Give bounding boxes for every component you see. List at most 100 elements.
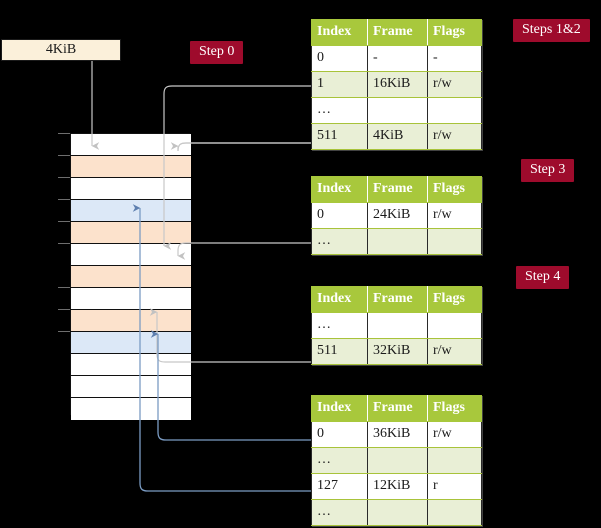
column-header-flags: Flags (427, 395, 482, 422)
table-row: … (311, 447, 482, 474)
column-header-flags: Flags (427, 176, 482, 203)
memory-frame-row (71, 332, 191, 354)
cell-frame: 12KiB (367, 473, 428, 500)
cell-index: … (311, 312, 368, 339)
memory-frame-row (71, 156, 191, 178)
badge-steps-1-2: Steps 1&2 (513, 19, 590, 42)
cell-flags: - (427, 45, 482, 72)
column-header-index: Index (311, 176, 368, 203)
memory-frame-row (71, 266, 191, 288)
column-header-index: Index (311, 19, 368, 46)
table-row: 0-- (311, 45, 482, 72)
table-row: … (311, 228, 482, 255)
cell-index: 0 (311, 421, 368, 448)
frame-tick (58, 287, 70, 288)
cell-frame (367, 312, 428, 339)
cell-flags: r (427, 473, 482, 500)
cell-frame (367, 97, 428, 124)
column-header-frame: Frame (367, 19, 428, 46)
cell-flags (427, 447, 482, 474)
table-row: … (311, 97, 482, 124)
cell-flags (427, 228, 482, 255)
cell-index: 1 (311, 71, 368, 98)
memory-frame-row (71, 178, 191, 200)
cell-flags: r/w (427, 338, 482, 365)
frame-tick (58, 155, 70, 156)
frame-tick (58, 243, 70, 244)
cell-frame: 32KiB (367, 338, 428, 365)
badge-label: Step 4 (525, 269, 561, 284)
cell-flags (427, 97, 482, 124)
frame-tick (58, 177, 70, 178)
table-row: … (311, 312, 482, 339)
cell-flags: r/w (427, 202, 482, 229)
memory-frame-row (71, 354, 191, 376)
cell-flags: r/w (427, 421, 482, 448)
column-header-index: Index (311, 286, 368, 313)
badge-label: Step 3 (530, 162, 566, 177)
cell-frame: 16KiB (367, 71, 428, 98)
cell-index: 511 (311, 123, 368, 150)
memory-frame-row (71, 288, 191, 310)
memory-frame-row (71, 134, 191, 156)
frame-tick (58, 133, 70, 134)
memory-frame-row (71, 244, 191, 266)
badge-step-4: Step 4 (516, 266, 570, 289)
badge-label: Steps 1&2 (522, 22, 581, 37)
cell-flags: r/w (427, 71, 482, 98)
column-header-frame: Frame (367, 395, 428, 422)
cell-frame (367, 447, 428, 474)
memory-frame-row (71, 222, 191, 244)
cell-index: … (311, 447, 368, 474)
memory-frame-row (71, 310, 191, 332)
cell-flags: r/w (427, 123, 482, 150)
column-header-flags: Flags (427, 286, 482, 313)
source-page-box: 4KiB (1, 39, 121, 61)
cell-index: 511 (311, 338, 368, 365)
table-row: … (311, 499, 482, 526)
cell-index: … (311, 97, 368, 124)
cell-frame: 24KiB (367, 202, 428, 229)
cell-flags (427, 499, 482, 526)
cell-index: … (311, 228, 368, 255)
physical-memory-frames (70, 133, 191, 420)
cell-index: 0 (311, 202, 368, 229)
cell-frame: 36KiB (367, 421, 428, 448)
badge-step-0: Step 0 (190, 41, 244, 64)
cell-frame (367, 228, 428, 255)
memory-frame-row (71, 200, 191, 222)
cell-frame: 4KiB (367, 123, 428, 150)
frame-tick (58, 309, 70, 310)
column-header-frame: Frame (367, 286, 428, 313)
memory-frame-row (71, 398, 191, 420)
frame-tick (58, 221, 70, 222)
frame-tick (58, 199, 70, 200)
column-header-frame: Frame (367, 176, 428, 203)
badge-label: Step 0 (199, 44, 235, 59)
cell-index: … (311, 499, 368, 526)
frame-tick (58, 331, 70, 332)
cell-flags (427, 312, 482, 339)
cell-index: 127 (311, 473, 368, 500)
memory-frame-row (71, 376, 191, 398)
cell-frame (367, 499, 428, 526)
badge-step-3: Step 3 (521, 159, 575, 182)
source-page-label: 4KiB (45, 42, 77, 57)
cell-frame: - (367, 45, 428, 72)
column-header-flags: Flags (427, 19, 482, 46)
